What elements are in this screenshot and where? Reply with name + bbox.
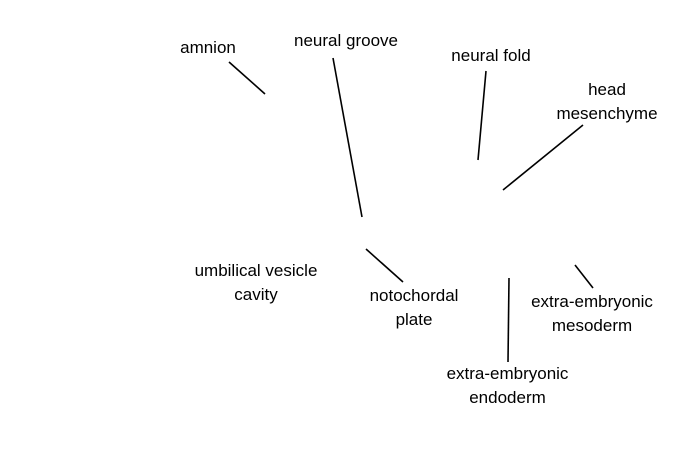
leader-line-amnion: [228, 61, 266, 95]
leader-line-head-mesenchyme: [502, 124, 584, 191]
label-head-mesenchyme-line2: mesenchyme: [556, 104, 658, 123]
label-extra-embryonic-mesoderm-line2: mesoderm: [551, 316, 633, 335]
leader-line-neural-fold: [477, 70, 487, 161]
label-umbilical-vesicle-cavity-line1: umbilical vesicle: [194, 261, 318, 280]
leader-line-notochordal-plate: [365, 248, 404, 283]
leader-line-extra-embryonic-endoderm: [507, 277, 510, 363]
label-neural-groove: neural groove: [276, 29, 416, 53]
label-head-mesenchyme-line1: head: [588, 80, 626, 99]
label-extra-embryonic-mesoderm-line1: extra-embryonic: [531, 292, 653, 311]
leader-line-extra-embryonic-mesoderm: [574, 264, 594, 289]
label-extra-embryonic-mesoderm: extra-embryonic mesoderm: [518, 290, 666, 338]
label-notochordal-plate: notochordal plate: [354, 284, 474, 332]
label-neural-groove-text: neural groove: [294, 31, 398, 50]
label-extra-embryonic-endoderm: extra-embryonic endoderm: [430, 362, 585, 410]
label-extra-embryonic-endoderm-line1: extra-embryonic: [446, 364, 569, 383]
leader-line-neural-groove: [332, 57, 363, 218]
label-neural-fold: neural fold: [435, 44, 547, 68]
label-amnion-text: amnion: [180, 38, 236, 57]
label-head-mesenchyme: head mesenchyme: [541, 78, 673, 126]
label-notochordal-plate-line1: notochordal: [369, 286, 459, 305]
label-umbilical-vesicle-cavity-line2: cavity: [234, 285, 278, 304]
label-amnion: amnion: [170, 36, 246, 60]
label-extra-embryonic-endoderm-line2: endoderm: [469, 388, 546, 407]
label-neural-fold-text: neural fold: [451, 46, 531, 65]
label-notochordal-plate-line2: plate: [395, 310, 433, 329]
label-umbilical-vesicle-cavity: umbilical vesicle cavity: [180, 259, 332, 307]
